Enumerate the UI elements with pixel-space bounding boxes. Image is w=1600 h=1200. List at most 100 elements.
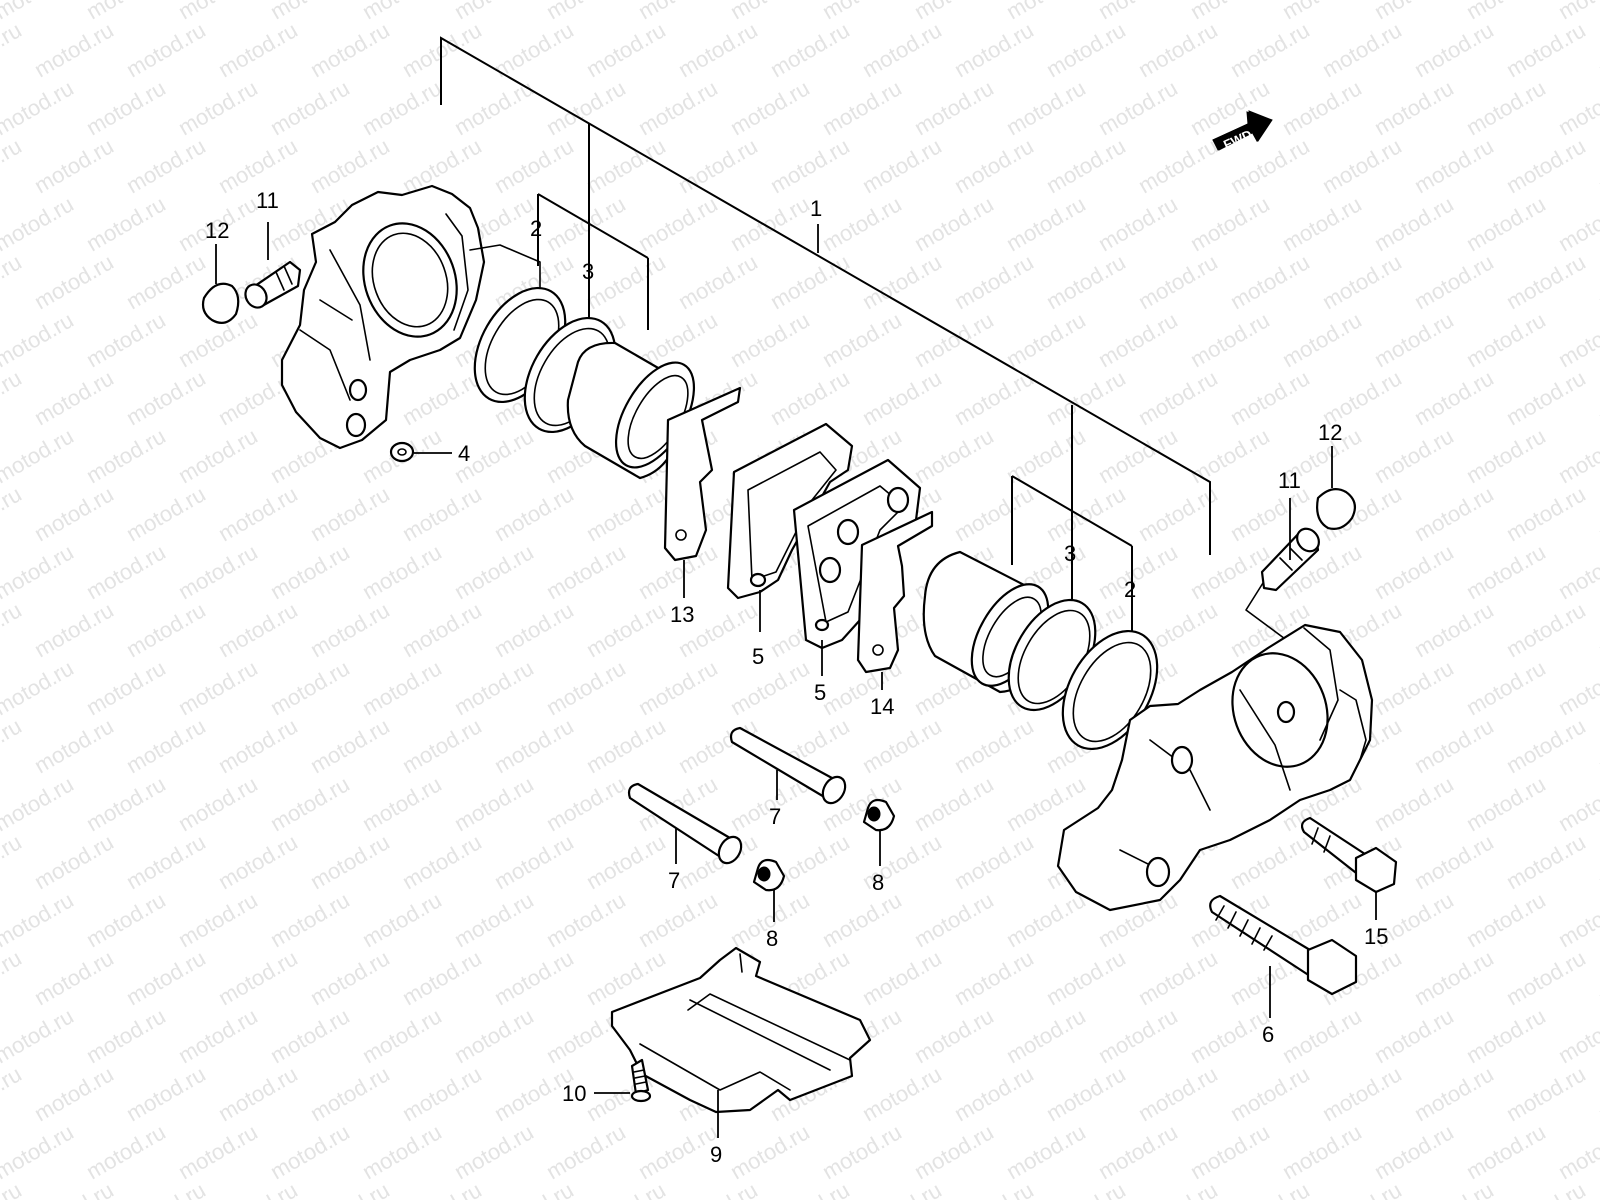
watermark-text: motod.ru bbox=[82, 0, 170, 24]
watermark-text: motod.ru bbox=[766, 17, 854, 82]
watermark-text: motod.ru bbox=[0, 75, 78, 140]
watermark-text: motod.ru bbox=[1594, 713, 1600, 778]
callout-10: 10 bbox=[562, 1081, 586, 1106]
watermark-text: motod.ru bbox=[214, 17, 302, 82]
watermark-text: motod.ru bbox=[1370, 75, 1458, 140]
watermark-text: motod.ru bbox=[1594, 365, 1600, 430]
bolt-15 bbox=[1300, 816, 1398, 894]
watermark-text: motod.ru bbox=[1042, 1061, 1130, 1126]
watermark-text: motod.ru bbox=[950, 133, 1038, 198]
watermark-text: motod.ru bbox=[1278, 307, 1366, 372]
watermark-text: motod.ru bbox=[1094, 75, 1182, 140]
watermark-text: motod.ru bbox=[1134, 1177, 1222, 1200]
watermark-text: motod.ru bbox=[1554, 1119, 1600, 1184]
watermark-text: motod.ru bbox=[82, 75, 170, 140]
watermark-text: motod.ru bbox=[1370, 1119, 1458, 1184]
callout-14: 14 bbox=[870, 694, 894, 719]
watermark-text: motod.ru bbox=[1502, 249, 1590, 314]
watermark-text: motod.ru bbox=[542, 0, 630, 24]
watermark-text: motod.ru bbox=[1226, 249, 1314, 314]
watermark-text: motod.ru bbox=[1318, 249, 1406, 314]
watermark-text: motod.ru bbox=[1554, 1003, 1600, 1068]
watermark-text: motod.ru bbox=[726, 1119, 814, 1184]
watermark-text: motod.ru bbox=[634, 887, 722, 952]
watermark-text: motod.ru bbox=[1554, 655, 1600, 720]
callout-labels: 1 2 3 11 12 4 13 5 5 14 3 2 11 12 7 7 8 … bbox=[205, 188, 1388, 1167]
watermark-text: motod.ru bbox=[1410, 481, 1498, 546]
watermark-text: motod.ru bbox=[766, 133, 854, 198]
watermark-text: motod.ru bbox=[1462, 423, 1550, 488]
watermark-text: motod.ru bbox=[0, 249, 26, 314]
watermark-text: motod.ru bbox=[1186, 1119, 1274, 1184]
watermark-text: motod.ru bbox=[1502, 597, 1590, 662]
watermark-text: motod.ru bbox=[950, 1177, 1038, 1200]
watermark-text: motod.ru bbox=[1594, 1061, 1600, 1126]
left-caliper-half bbox=[280, 184, 541, 450]
watermark-text: motod.ru bbox=[1554, 307, 1600, 372]
pad-shim-14 bbox=[856, 510, 934, 674]
watermark-text: motod.ru bbox=[542, 655, 630, 720]
watermark-text: motod.ru bbox=[582, 481, 670, 546]
watermark-text: motod.ru bbox=[398, 1177, 486, 1200]
watermark-text: motod.ru bbox=[1094, 191, 1182, 256]
bleeder-cap-left bbox=[201, 282, 240, 325]
watermark-text: motod.ru bbox=[1594, 133, 1600, 198]
callout-8-left: 8 bbox=[766, 926, 778, 951]
watermark-text: motod.ru bbox=[1094, 1003, 1182, 1068]
watermark-text: motod.ru bbox=[1410, 1177, 1498, 1200]
watermark-text: motod.ru bbox=[398, 365, 486, 430]
watermark-text: motod.ru bbox=[358, 0, 446, 24]
watermark-text: motod.ru bbox=[1278, 75, 1366, 140]
watermark-text: motod.ru bbox=[634, 1119, 722, 1184]
watermark-text: motod.ru bbox=[0, 1061, 26, 1126]
watermark-text: motod.ru bbox=[82, 191, 170, 256]
watermark-text: motod.ru bbox=[358, 771, 446, 836]
watermark-text: motod.ru bbox=[582, 17, 670, 82]
watermark-text: motod.ru bbox=[122, 365, 210, 430]
watermark-text: motod.ru bbox=[450, 1119, 538, 1184]
callout-8-right: 8 bbox=[872, 870, 884, 895]
watermark-text: motod.ru bbox=[398, 597, 486, 662]
watermark-text: motod.ru bbox=[0, 655, 78, 720]
watermark-text: motod.ru bbox=[910, 771, 998, 836]
watermark-text: motod.ru bbox=[30, 945, 118, 1010]
watermark-text: motod.ru bbox=[490, 713, 578, 778]
watermark-text: motod.ru bbox=[82, 655, 170, 720]
watermark-text: motod.ru bbox=[950, 249, 1038, 314]
watermark-text: motod.ru bbox=[634, 191, 722, 256]
watermark-text: motod.ru bbox=[174, 539, 262, 604]
callout-2-upper: 2 bbox=[530, 216, 542, 241]
bolt-6 bbox=[1209, 894, 1358, 996]
watermark-text: motod.ru bbox=[634, 75, 722, 140]
watermark-text: motod.ru bbox=[0, 191, 78, 256]
watermark-text: motod.ru bbox=[358, 1119, 446, 1184]
watermark-text: motod.ru bbox=[1370, 0, 1458, 24]
watermark-text: motod.ru bbox=[0, 713, 26, 778]
watermark-text: motod.ru bbox=[1554, 887, 1600, 952]
watermark-text: motod.ru bbox=[1502, 481, 1590, 546]
callout-11-left: 11 bbox=[256, 188, 279, 213]
watermark-text: motod.ru bbox=[1554, 75, 1600, 140]
watermark-text: motod.ru bbox=[582, 597, 670, 662]
watermark-text: motod.ru bbox=[1226, 829, 1314, 894]
watermark-text: motod.ru bbox=[490, 17, 578, 82]
watermark-text: motod.ru bbox=[30, 597, 118, 662]
watermark-text: motod.ru bbox=[858, 133, 946, 198]
watermark-text: motod.ru bbox=[214, 713, 302, 778]
watermark-text: motod.ru bbox=[1554, 771, 1600, 836]
watermark-text: motod.ru bbox=[82, 1003, 170, 1068]
callout-11-right: 11 bbox=[1278, 468, 1301, 493]
watermark-text: motod.ru bbox=[910, 887, 998, 952]
watermark-text: motod.ru bbox=[266, 655, 354, 720]
watermark-text: motod.ru bbox=[214, 1177, 302, 1200]
watermark-text: motod.ru bbox=[1318, 1061, 1406, 1126]
watermark-text: motod.ru bbox=[818, 75, 906, 140]
watermark-text: motod.ru bbox=[1278, 1003, 1366, 1068]
watermark-text: motod.ru bbox=[30, 1177, 118, 1200]
watermark-text: motod.ru bbox=[1502, 713, 1590, 778]
watermark-text: motod.ru bbox=[1134, 481, 1222, 546]
watermark-text: motod.ru bbox=[122, 1061, 210, 1126]
watermark-text: motod.ru bbox=[0, 597, 26, 662]
watermark-text: motod.ru bbox=[1226, 365, 1314, 430]
watermark-text: motod.ru bbox=[30, 17, 118, 82]
